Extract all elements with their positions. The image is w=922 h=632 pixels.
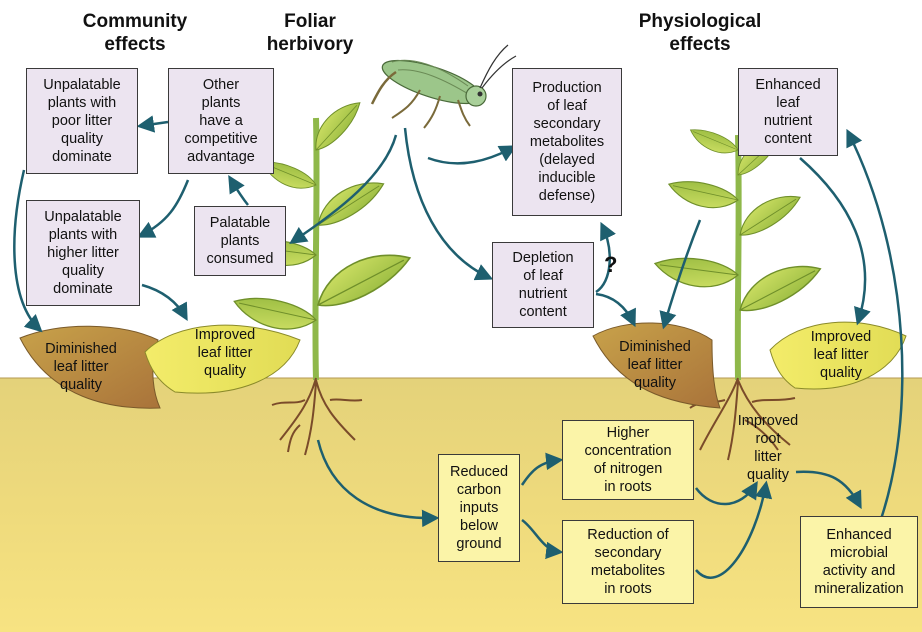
physiological-effects-header: Physiological effects xyxy=(638,11,762,55)
arrow-other-to-unpalatable-poor xyxy=(136,115,169,133)
arrow-herbivory-to-production xyxy=(427,145,518,165)
improved-root-litter-label: Improved root litter quality xyxy=(737,413,799,483)
arrow-nitrogen-to-root xyxy=(694,481,758,506)
arrow-reduction-to-root xyxy=(695,480,773,579)
leaf-litter-diminished-left xyxy=(19,325,161,409)
arrow-microbial-to-enhanced-leaf xyxy=(846,128,904,523)
unpalatable-poor-box: Unpalatable plants with poor litter qual… xyxy=(26,68,138,174)
left-plant xyxy=(229,95,418,456)
arrow-herbivory-to-depletion xyxy=(403,127,494,281)
leaf-litter-diminished-right xyxy=(592,322,721,409)
arrow-root-to-microbial xyxy=(795,470,862,510)
improved-left-label: Improved leaf litter quality xyxy=(194,327,256,379)
arrow-higher-to-improved xyxy=(141,283,188,322)
diminished-left-label: Diminished leaf litter quality xyxy=(45,341,117,393)
other-plants-box: Other plants have a competitive advantag… xyxy=(168,68,274,174)
grasshopper-icon xyxy=(370,44,517,129)
question-mark: ? xyxy=(604,252,618,277)
community-effects-header: Community effects xyxy=(82,11,188,55)
enhanced-leaf-nutrient-box: Enhanced leaf nutrient content xyxy=(738,68,838,156)
arrow-depletion-to-diminished xyxy=(595,292,636,328)
depletion-box: Depletion of leaf nutrient content xyxy=(492,242,594,328)
arrow-enhanced-leaf-to-improved xyxy=(799,157,871,326)
improved-right-label: Improved leaf litter quality xyxy=(810,329,872,381)
reduced-carbon-box: Reduced carbon inputs below ground xyxy=(438,454,520,562)
arrow-other-to-unpalatable-higher xyxy=(136,179,190,238)
palatable-plants-box: Palatable plants consumed xyxy=(194,206,286,276)
arrow-palatable-to-other xyxy=(228,174,249,206)
leaf-litter-improved-left xyxy=(144,324,301,394)
arrows xyxy=(13,115,904,579)
arrow-carbon-to-reduction xyxy=(521,518,564,560)
enhanced-microbial-box: Enhanced microbial activity and minerali… xyxy=(800,516,918,608)
arrow-carbon-to-nitrogen xyxy=(520,452,564,486)
foliar-herbivory-header: Foliar herbivory xyxy=(266,11,354,55)
arrow-stem-to-reduced-carbon xyxy=(316,439,440,528)
arrow-herbivory-to-palatable xyxy=(289,134,398,244)
arrow-depletion-question xyxy=(595,221,616,294)
arrow-poor-to-diminished xyxy=(13,169,43,333)
higher-nitrogen-box: Higher concentration of nitrogen in root… xyxy=(562,420,694,500)
production-box: Production of leaf secondary metabolites… xyxy=(512,68,622,216)
arrow-production-to-diminished xyxy=(659,219,702,330)
diminished-right-label: Diminished leaf litter quality xyxy=(619,339,691,391)
leaf-litter-improved-right xyxy=(769,321,907,390)
reduction-secondary-box: Reduction of secondary metabolites in ro… xyxy=(562,520,694,604)
unpalatable-higher-box: Unpalatable plants with higher litter qu… xyxy=(26,200,140,306)
